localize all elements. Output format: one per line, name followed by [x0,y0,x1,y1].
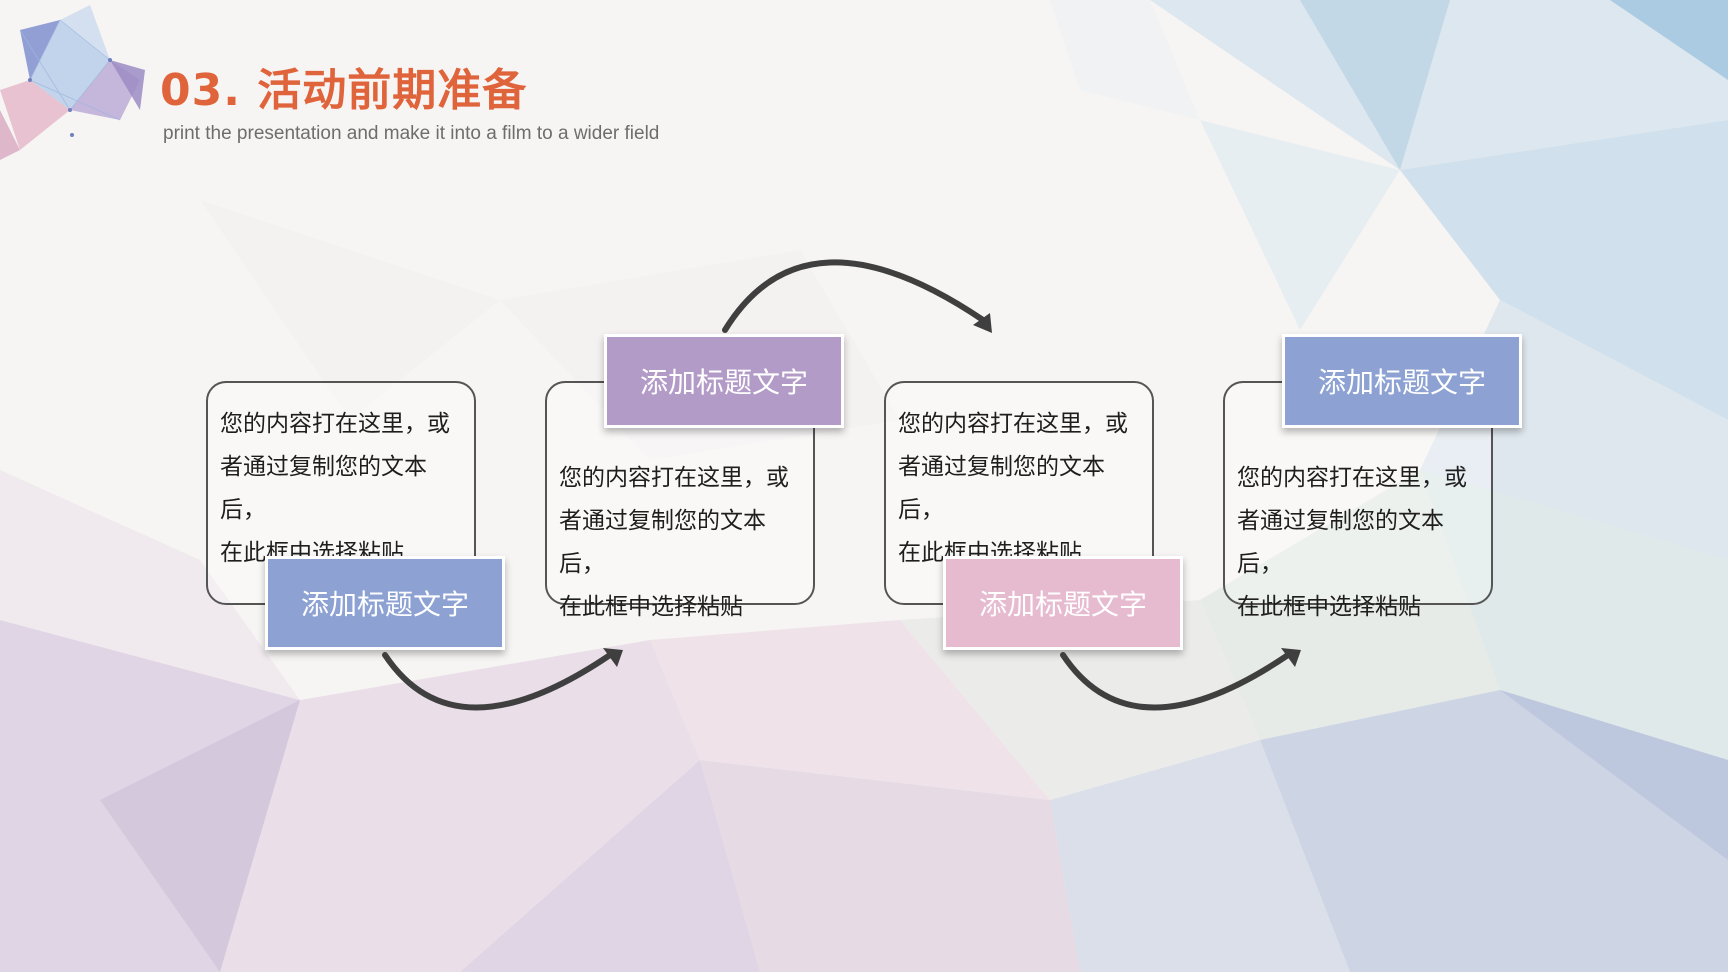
page-subtitle: print the presentation and make it into … [163,123,660,144]
step-1-title-tag: 添加标题文字 [265,556,505,650]
step-1-text: 您的内容打在这里，或 者通过复制您的文本后， 在此框中选择粘贴 [220,403,470,575]
step-2-text-line-3: 在此框中选择粘贴 [559,594,743,620]
step-4-text-line-1: 您的内容打在这里，或 [1237,465,1467,491]
page-title: 03. 活动前期准备 [160,65,528,116]
step-3-text-line-1: 您的内容打在这里，或 [898,411,1128,437]
step-3-text: 您的内容打在这里，或 者通过复制您的文本后， 在此框中选择粘贴 [898,403,1148,575]
step-2-text-line-1: 您的内容打在这里，或 [559,465,789,491]
step-3-title-tag: 添加标题文字 [943,556,1183,650]
step-4-text: 您的内容打在这里，或 者通过复制您的文本后， 在此框中选择粘贴 [1237,457,1487,629]
step-4-text-line-2: 者通过复制您的文本后， [1237,508,1444,577]
step-3-text-line-2: 者通过复制您的文本后， [898,454,1105,523]
step-4-text-line-3: 在此框中选择粘贴 [1237,594,1421,620]
step-4-title-tag: 添加标题文字 [1282,334,1522,428]
step-1-text-line-2: 者通过复制您的文本后， [220,454,427,523]
step-2-text-line-2: 者通过复制您的文本后， [559,508,766,577]
step-2-title-tag: 添加标题文字 [604,334,844,428]
step-2-text: 您的内容打在这里，或 者通过复制您的文本后， 在此框中选择粘贴 [559,457,809,629]
step-1-text-line-1: 您的内容打在这里，或 [220,411,450,437]
